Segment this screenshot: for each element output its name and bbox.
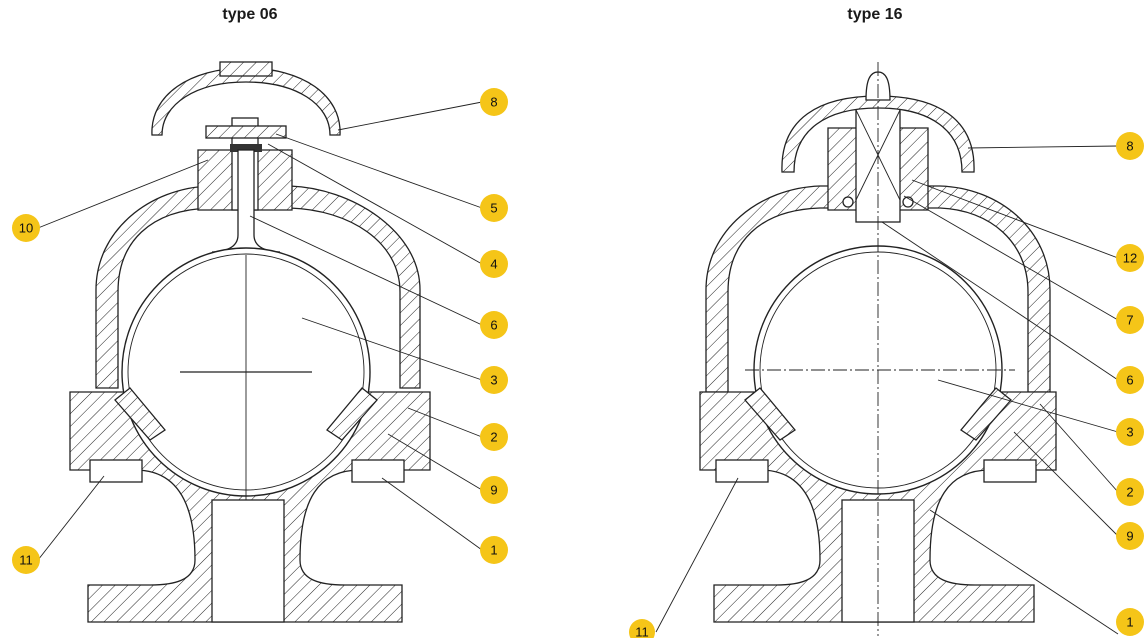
callout-badge: 2 — [1116, 478, 1144, 506]
callout-badge: 5 — [480, 194, 508, 222]
callout-badge: 12 — [1116, 244, 1144, 272]
callout-badge: 1 — [480, 536, 508, 564]
left-port — [211, 499, 285, 623]
svg-text:9: 9 — [1126, 529, 1133, 544]
right-nut-left — [715, 459, 769, 483]
left-stem — [211, 149, 281, 253]
left-cover — [95, 185, 421, 389]
callout-badge: 11 — [12, 546, 40, 574]
callout-badge: 7 — [1116, 306, 1144, 334]
right-seat-left — [744, 387, 796, 441]
svg-text:1: 1 — [490, 543, 497, 558]
left-callouts: 8 5 4 6 3 2 9 1 10 11 — [12, 88, 508, 574]
left-nut-right — [351, 459, 405, 483]
right-nut-right — [983, 459, 1037, 483]
callout-badge: 3 — [1116, 418, 1144, 446]
right-seat-right — [960, 387, 1012, 441]
callout-badge: 9 — [1116, 522, 1144, 550]
left-nut-left — [89, 459, 143, 483]
svg-text:6: 6 — [490, 318, 497, 333]
svg-text:10: 10 — [19, 221, 33, 236]
left-handle — [151, 67, 341, 136]
svg-text:7: 7 — [1126, 313, 1133, 328]
callout-badge: 9 — [480, 476, 508, 504]
callout-badge: 10 — [12, 214, 40, 242]
svg-text:12: 12 — [1123, 251, 1137, 266]
callout-badge: 8 — [1116, 132, 1144, 160]
callout-badge: 6 — [480, 311, 508, 339]
left-seat-left — [114, 387, 166, 441]
left-diagram-title: type 06 — [222, 6, 278, 23]
right-valve-drawing — [699, 62, 1057, 636]
right-callouts: 8 12 7 6 3 2 9 1 11 — [629, 132, 1144, 638]
svg-text:2: 2 — [490, 430, 497, 445]
callout-badge: 3 — [480, 366, 508, 394]
callout-badge: 2 — [480, 423, 508, 451]
callout-badge: 1 — [1116, 608, 1144, 636]
svg-text:6: 6 — [1126, 373, 1133, 388]
svg-text:8: 8 — [490, 95, 497, 110]
svg-text:11: 11 — [635, 625, 649, 638]
right-diagram-title: type 16 — [847, 6, 903, 23]
callout-badge: 6 — [1116, 366, 1144, 394]
left-seat-right — [326, 387, 378, 441]
svg-text:9: 9 — [490, 483, 497, 498]
left-valve-drawing — [69, 61, 431, 623]
svg-text:4: 4 — [490, 257, 497, 272]
svg-text:3: 3 — [490, 373, 497, 388]
left-gland — [205, 125, 287, 139]
svg-text:3: 3 — [1126, 425, 1133, 440]
callout-badge: 8 — [480, 88, 508, 116]
svg-text:8: 8 — [1126, 139, 1133, 154]
left-leader-lines — [37, 101, 483, 561]
right-oring-left — [842, 196, 854, 208]
left-handle-hub — [219, 61, 273, 77]
right-handle — [781, 95, 975, 173]
svg-text:11: 11 — [19, 553, 33, 568]
svg-text:2: 2 — [1126, 485, 1133, 500]
callout-badge: 11 — [629, 619, 655, 638]
right-leader-lines — [655, 145, 1119, 635]
callout-badge: 4 — [480, 250, 508, 278]
svg-text:5: 5 — [490, 201, 497, 216]
svg-text:1: 1 — [1126, 615, 1133, 630]
left-packing — [230, 144, 262, 152]
